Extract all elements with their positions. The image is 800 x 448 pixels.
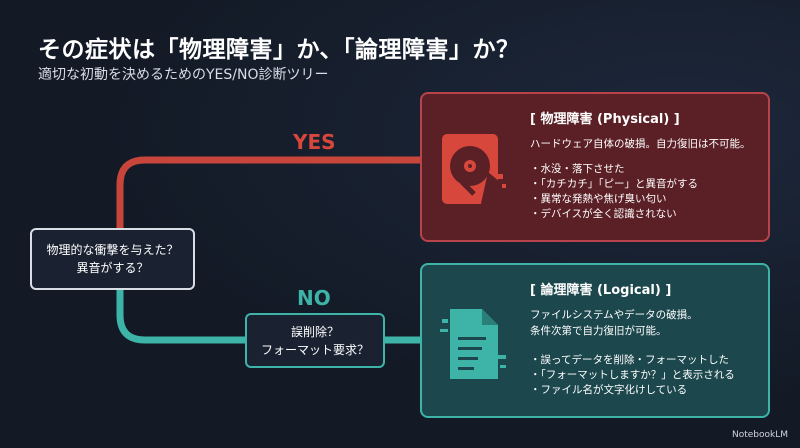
question-line: 異音がする？ (76, 261, 149, 275)
start-question-node: 物理的な衝撃を与えた？ 異音がする？ (30, 228, 195, 290)
description-line: ファイルシステムやデータの破損。 (530, 309, 698, 321)
physical-description: ハードウェア自体の破損。自力復旧は不可能。 (530, 138, 751, 150)
physical-title: [ 物理障害 (Physical) ] (530, 112, 680, 127)
physical-card: [ 物理障害 (Physical) ] ハードウェア自体の破損。自力復旧は不可能… (420, 92, 770, 242)
list-item: ・誤ってデータを削除・フォーマットした (530, 354, 729, 366)
yes-path (116, 156, 420, 228)
no-question-node: 誤削除？ フォーマット要求？ (245, 313, 385, 368)
question-line: フォーマット要求？ (260, 342, 369, 357)
list-item: ・「フォーマットしますか？」と表示される (530, 369, 735, 381)
list-item: ・異常な発熱や焦げ臭い匂い (530, 193, 667, 205)
notebooklm-watermark: NotebookLM (731, 430, 788, 440)
question-line: 物理的な衝撃を与えた？ (46, 243, 179, 257)
page-subtitle: 適切な初動を決めるためのYES/NO診断ツリー (38, 67, 329, 83)
list-item: ・「カチカチ」「ピー」と異音がする (530, 178, 698, 190)
logical-description: ファイルシステムやデータの破損。 条件次第で自力復旧が可能。 (530, 307, 765, 339)
list-item: ・水没・落下させた (530, 163, 625, 175)
yes-label: YES (293, 130, 336, 154)
list-item: ・ファイル名が文字化けしている (530, 384, 688, 396)
question-line: 誤削除？ (290, 324, 339, 339)
no-path (116, 290, 245, 344)
no-label: NO (297, 286, 331, 310)
logical-title: [ 論理障害 (Logical) ] (530, 283, 672, 298)
corrupted-file-icon (440, 309, 506, 379)
list-item: ・デバイスが全く認識されない (530, 208, 677, 220)
logical-symptom-list: ・誤ってデータを削除・フォーマットした ・「フォーマットしますか？」と表示される… (530, 353, 735, 398)
description-line: 条件次第で自力復旧が可能。 (530, 325, 667, 337)
broken-hdd-icon (442, 134, 506, 208)
page-title: その症状は「物理障害」か、「論理障害」か？ (38, 37, 520, 63)
physical-symptom-list: ・水没・落下させた ・「カチカチ」「ピー」と異音がする ・異常な発熱や焦げ臭い匂… (530, 162, 698, 222)
logical-card: [ 論理障害 (Logical) ] ファイルシステムやデータの破損。 条件次第… (420, 263, 770, 418)
